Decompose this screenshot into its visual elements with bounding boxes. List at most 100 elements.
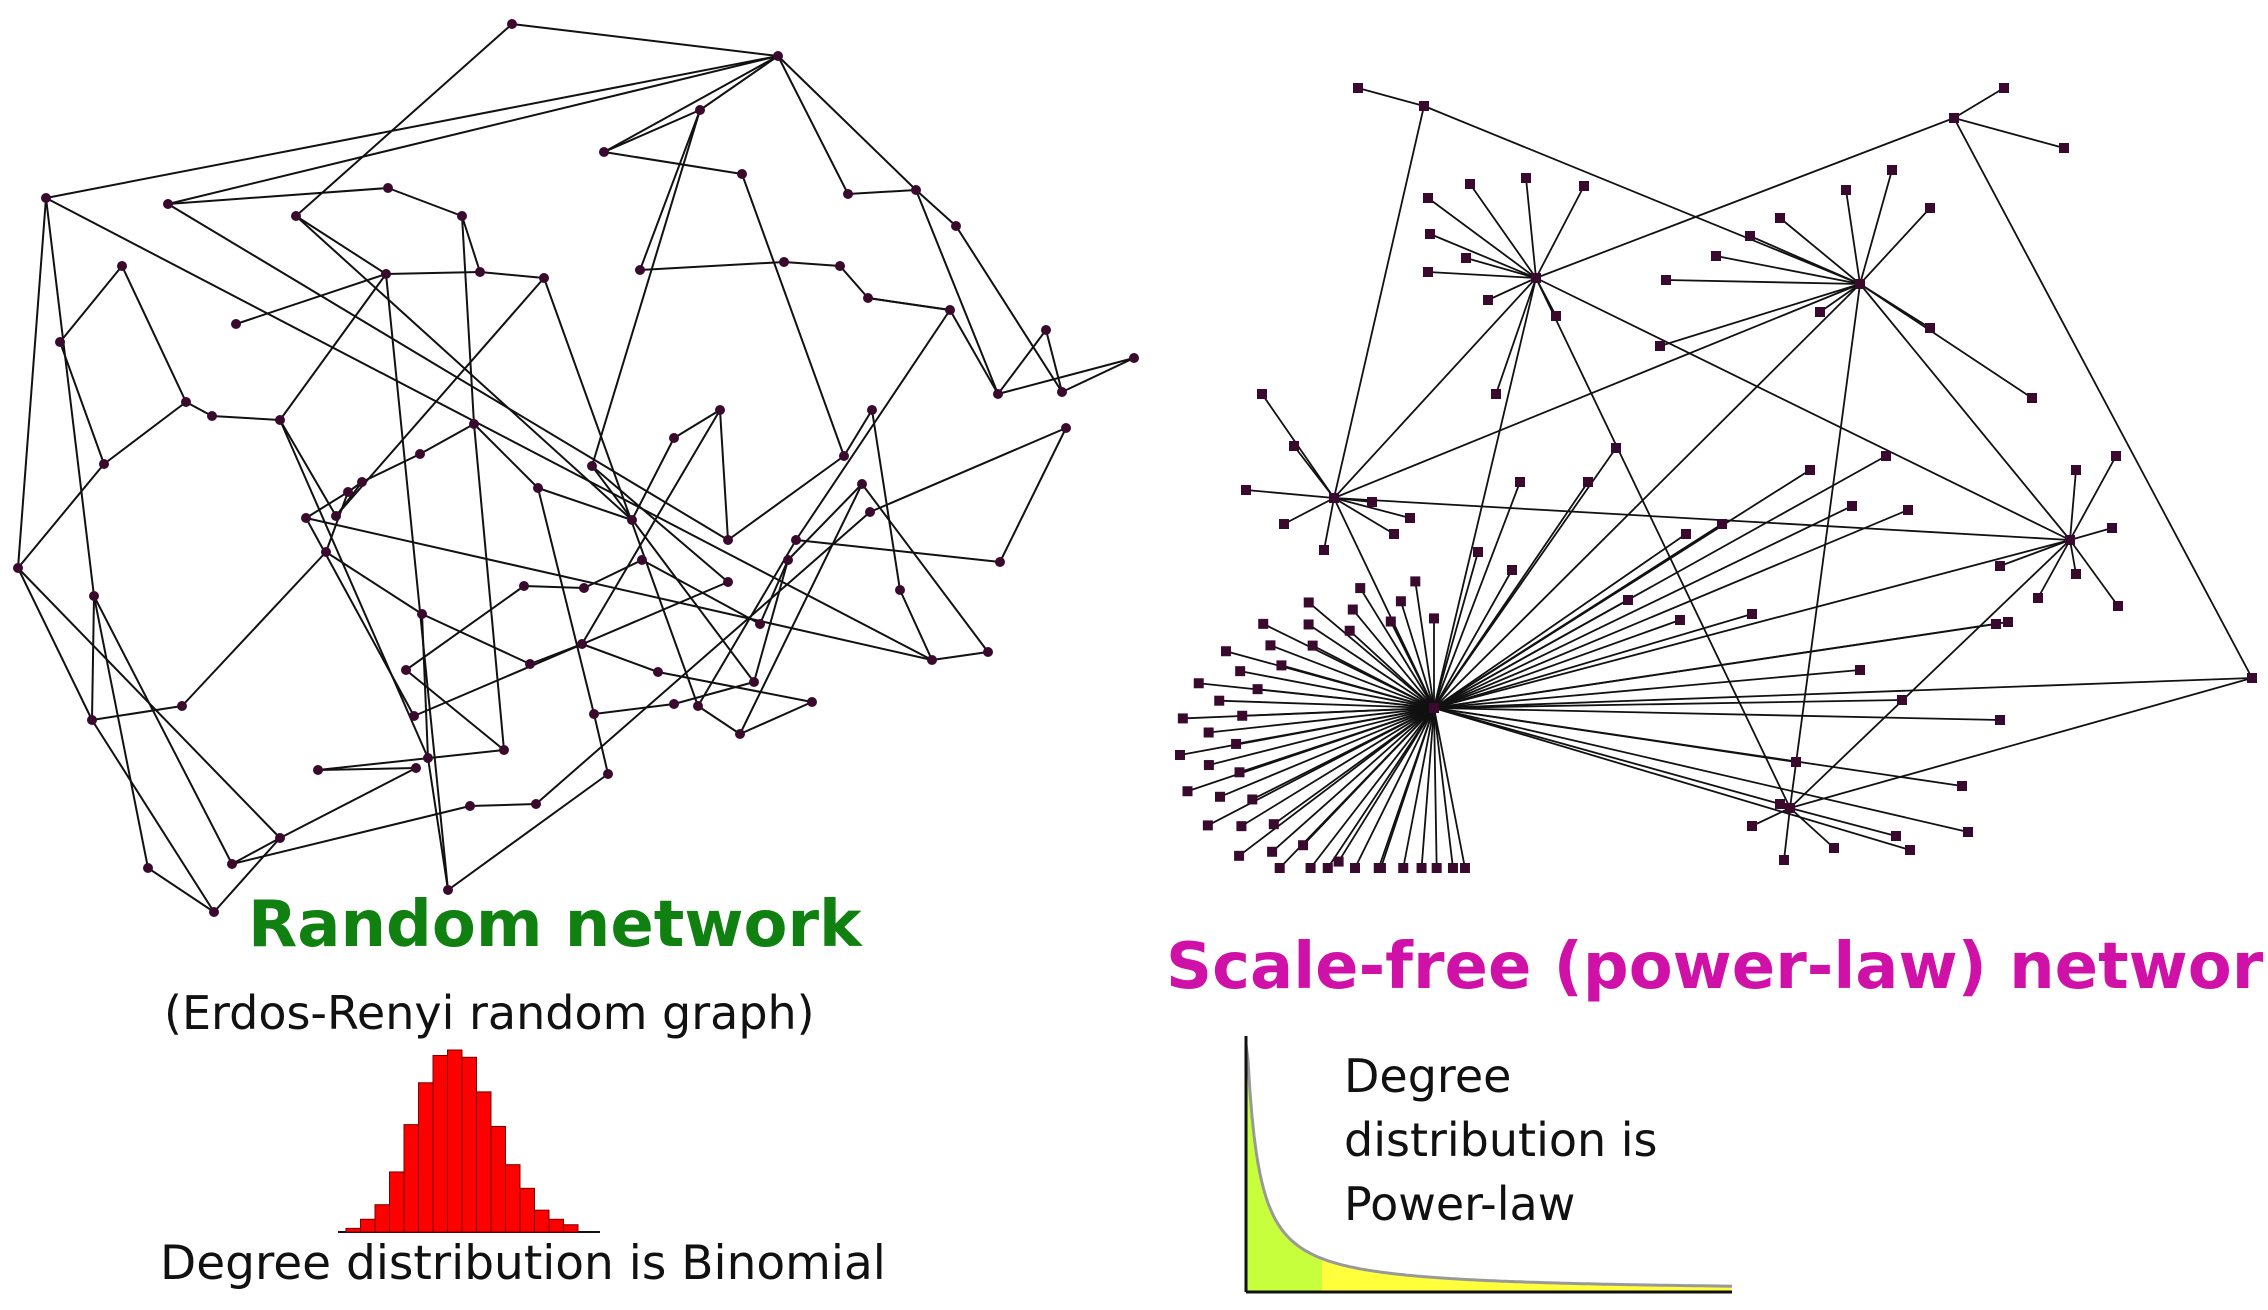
scalefree-edge [1433,677,2253,709]
random-node [469,419,479,429]
random-edge [787,483,863,561]
scalefree-node [1423,193,1433,203]
scalefree-edge [1487,277,1537,301]
scalefree-edge [1433,707,1438,869]
random-edge [17,463,105,569]
random-edge [461,215,475,425]
random-edge [673,681,755,705]
scalefree-node [1991,619,2001,629]
scalefree-edge [1333,497,1395,535]
powerlaw-caption-line3: Power-law [1344,1177,1576,1231]
scalefree-node [2003,617,2013,627]
random-node [55,337,65,347]
scalefree-edge [1779,217,1861,285]
random-node [867,405,877,415]
scalefree-edge [1783,807,1791,861]
scalefree-edge [1400,601,1435,709]
random-node [275,833,285,843]
random-node [99,459,109,469]
scalefree-edge [1239,707,1435,774]
scalefree-node [1333,856,1344,867]
random-node [13,563,23,573]
random-edge [777,55,917,191]
scalefree-edge [1349,630,1435,709]
scalefree-node [1623,595,1633,605]
random-edge [591,109,701,467]
scalefree-edge [1789,807,1897,837]
random-edge [295,215,387,275]
random-edge [795,309,951,541]
scalefree-node [1847,501,1857,511]
histogram-bar [490,1125,506,1233]
scalefree-edge [1751,807,1791,827]
histogram-bar [461,1056,477,1233]
random-node [791,535,801,545]
scalefree-edge [1535,277,1791,809]
random-node [117,261,127,271]
random-node [895,585,905,595]
scalefree-edge [1495,277,1537,395]
powerlaw-caption-line2: distribution is [1344,1113,1658,1167]
scalefree-node [1234,850,1245,861]
random-edge [279,419,429,759]
random-node [695,105,705,115]
random-edge [231,805,471,865]
powerlaw-caption-line1: Degree [1344,1049,1512,1103]
random-edge [167,55,779,205]
scalefree-edge [1251,707,1435,801]
scalefree-node [1507,565,1517,575]
random-node [995,557,1005,567]
scalefree-edge [1271,707,1435,853]
random-node [865,507,875,517]
scalefree-node [1747,821,1757,831]
scalefree-edge [1819,283,1861,313]
random-edge [279,419,337,517]
random-node [89,591,99,601]
scalefree-node [1791,757,1801,767]
scalefree-node [2027,393,2037,403]
scalefree-node [1473,547,1483,557]
scalefree-edge [2037,539,2071,599]
scalefree-edge [1953,87,2005,119]
random-node [343,487,353,497]
scalefree-node [1815,307,1825,317]
random-edge [511,23,779,57]
scalefree-edge [1257,688,1435,709]
scalefree-edge [1433,613,1753,709]
random-edge [639,261,785,271]
scalefree-edge [2069,527,2113,541]
random-edge [387,187,463,217]
scalefree-node [1957,781,1967,791]
random-network-subtitle: (Erdos-Renyi random graph) [164,986,815,1040]
histogram-bar [505,1164,521,1233]
scalefree-node [1395,596,1406,607]
scalefree-node [1347,604,1358,615]
scalefree-node [1385,616,1396,627]
random-network-nodes [13,19,1139,917]
scalefree-edge [2069,455,2117,541]
scalefree-node [1215,791,1226,802]
scalefree-edge [1377,707,1435,869]
scalefree-edge [1433,533,1687,709]
random-node [749,677,759,687]
scalefree-edge [1333,497,1435,709]
random-network-edges [17,23,1135,913]
random-edge [405,585,525,671]
scalefree-node [1268,819,1279,830]
scalefree-edge [1283,497,1335,525]
scalefree-node [1551,311,1561,321]
scalefree-edge [2069,469,2077,541]
scalefree-node [1236,821,1247,832]
scalefree-edge [1240,707,1435,827]
scalefree-node [1949,113,1959,123]
scalefree-edge [1308,623,1435,709]
scalefree-node [1611,443,1621,453]
random-node [417,609,427,619]
random-edge [899,589,933,661]
random-node [357,477,367,487]
scalefree-node [1398,863,1409,873]
random-node [457,211,467,221]
scalefree-node [1995,715,2005,725]
random-edge [699,55,779,111]
scalefree-node [1905,845,1915,855]
